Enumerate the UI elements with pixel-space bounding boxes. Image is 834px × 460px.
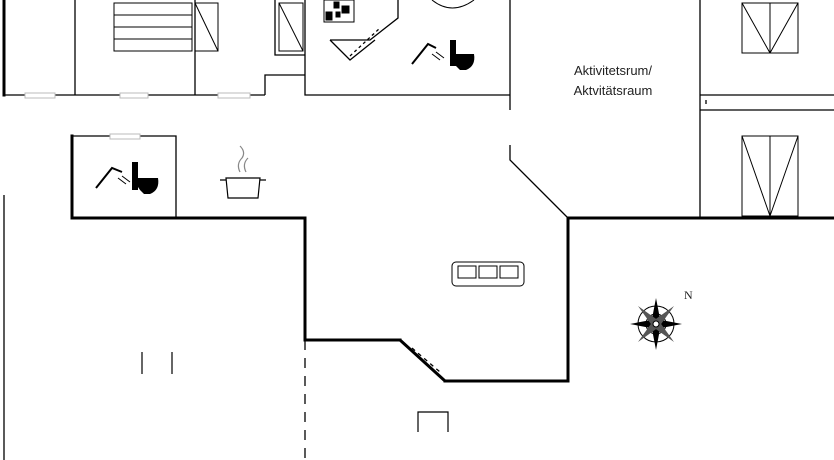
windows xyxy=(24,92,251,140)
wardrobe-icon xyxy=(741,2,799,217)
toilet-icon xyxy=(450,40,475,70)
wardrobe-icon xyxy=(278,2,304,52)
bed-icon xyxy=(113,2,219,52)
stove-pot-icon xyxy=(220,145,266,199)
shower-icon xyxy=(95,166,131,189)
toilet-icon xyxy=(132,162,159,194)
shower-icon xyxy=(411,42,445,65)
room-label-line1: Aktivitetsrum/ xyxy=(573,63,652,78)
room-label-activity: Aktivitetsrum/ Aktvitätsraum xyxy=(548,61,678,101)
compass-icon xyxy=(630,298,682,350)
room-label-line2: Aktvitätsraum xyxy=(573,83,653,98)
compass-north-letter: N xyxy=(684,288,693,302)
table-icon xyxy=(431,0,475,9)
sauna-icon xyxy=(323,0,355,23)
interior-walls xyxy=(3,0,834,460)
sofa-icon xyxy=(451,261,525,287)
exterior-walls xyxy=(2,0,834,383)
fixture-icon xyxy=(141,352,449,432)
